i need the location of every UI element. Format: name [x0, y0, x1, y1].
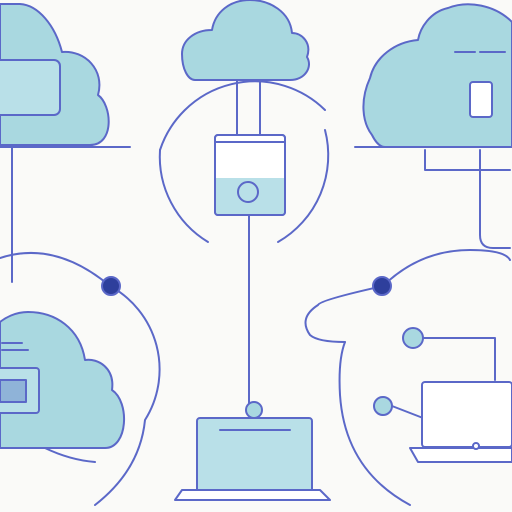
laptop-base — [174, 489, 331, 501]
node-light — [373, 396, 393, 416]
connector-arc — [338, 341, 411, 506]
connector-line — [422, 337, 496, 381]
connector-line — [479, 149, 511, 249]
server-outline — [214, 134, 286, 216]
laptop-right — [409, 381, 512, 463]
connector-lines — [0, 79, 511, 506]
cloud-top-left — [0, 3, 110, 146]
cloud-top-right — [362, 3, 512, 148]
laptop-base — [409, 447, 512, 463]
server-unit — [214, 134, 286, 216]
connector-line — [304, 285, 384, 343]
server-port-icon — [237, 181, 259, 203]
tablet-icon — [0, 59, 61, 116]
node-light — [245, 401, 263, 419]
connector-line — [44, 447, 96, 463]
connector-arc — [277, 129, 330, 243]
node-dark — [101, 276, 121, 296]
nodes — [101, 276, 424, 419]
connector-arc — [159, 80, 326, 151]
connector-line — [0, 252, 111, 287]
node-dark — [372, 276, 392, 296]
laptop-center — [174, 417, 331, 501]
monitor-screen — [0, 379, 27, 403]
cloud-icon — [181, 0, 310, 81]
connector-arc — [382, 249, 511, 287]
laptop-icon — [421, 381, 512, 448]
node-light — [402, 327, 424, 349]
cloud-icon — [362, 3, 512, 148]
cloud-top-center — [181, 0, 310, 81]
cloud-bottom-left — [0, 311, 125, 463]
connector-line — [391, 405, 424, 419]
connector-arc — [94, 285, 161, 506]
connector-arc — [158, 149, 209, 243]
phone-icon — [469, 81, 493, 118]
laptop-dot — [472, 442, 480, 450]
connector-line — [424, 149, 511, 171]
